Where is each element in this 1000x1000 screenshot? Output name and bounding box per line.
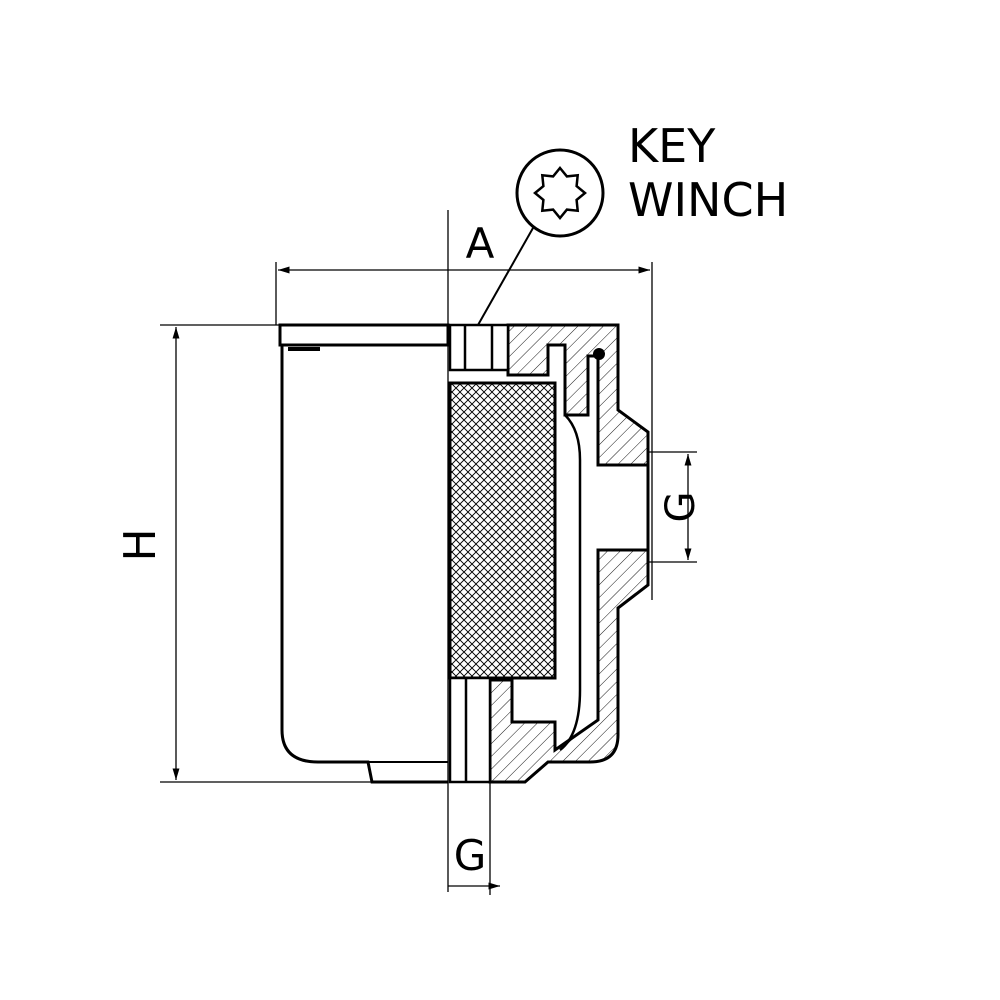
dimension-a-label: A <box>466 219 495 268</box>
dimension-a <box>275 262 653 600</box>
housing-exterior <box>278 323 450 784</box>
dimension-g-bottom <box>448 782 500 895</box>
head-section <box>506 323 650 467</box>
dimension-h-label: H <box>115 528 166 561</box>
dimension-h <box>160 324 372 783</box>
dimension-g-side-label: G <box>658 492 704 523</box>
star-key-icon <box>533 166 587 220</box>
outlet-channel <box>598 463 650 552</box>
seal-ring <box>593 348 605 360</box>
key-callout-circle <box>515 148 605 238</box>
key-socket-top <box>448 323 510 372</box>
outlet-body-section <box>488 548 650 784</box>
key-winch-label-line1: KEY <box>628 119 716 173</box>
bottom-port <box>448 676 492 784</box>
dimension-g-side <box>648 451 697 563</box>
filter-media <box>448 381 557 680</box>
key-winch-label-line2: WINCH <box>628 173 788 227</box>
dimension-g-bottom-label: G <box>454 831 487 880</box>
inner-tube <box>559 414 582 751</box>
key-leader-line <box>477 227 534 326</box>
